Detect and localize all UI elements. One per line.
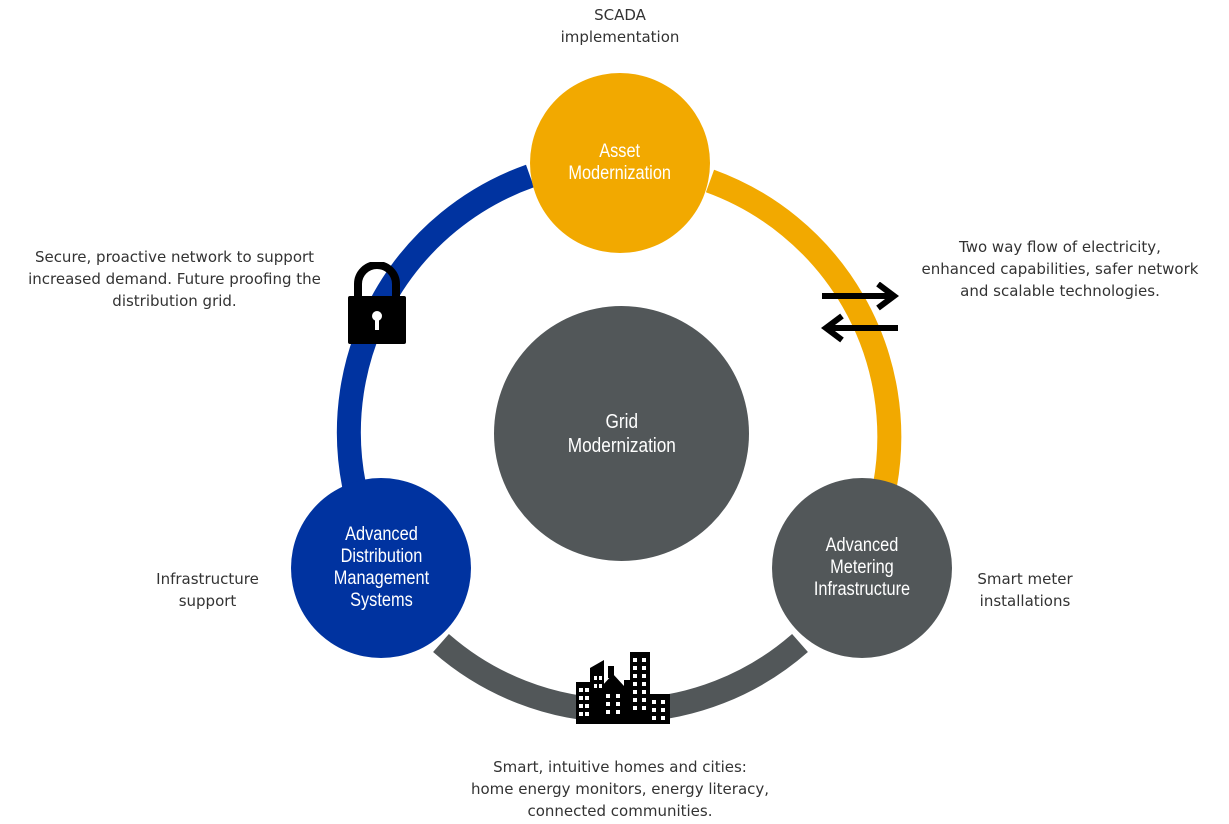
asset-label: Asset Modernization bbox=[568, 141, 672, 184]
node-advanced-distribution-management-systems: Advanced Distribution Management Systems bbox=[291, 478, 471, 658]
city-buildings-icon bbox=[576, 652, 670, 724]
padlock-icon bbox=[348, 262, 406, 344]
note-scada: SCADA implementation bbox=[560, 6, 680, 46]
center-grid-modernization: Grid Modernization bbox=[494, 306, 749, 561]
note-secure-network: Secure, proactive network to support inc… bbox=[28, 248, 321, 310]
adms-label: Advanced Distribution Management Systems bbox=[333, 524, 429, 611]
ami-label: Advanced Metering Infrastructure bbox=[813, 535, 911, 600]
note-two-way-flow: Two way flow of electricity, enhanced ca… bbox=[921, 238, 1199, 300]
node-asset-modernization: Asset Modernization bbox=[530, 73, 710, 253]
center-label: Grid Modernization bbox=[567, 410, 676, 457]
note-smart-homes: Smart, intuitive homes and cities: home … bbox=[470, 758, 770, 820]
bidirectional-arrows-icon bbox=[821, 282, 899, 343]
node-advanced-metering-infrastructure: Advanced Metering Infrastructure bbox=[772, 478, 952, 658]
note-infrastructure-support: Infrastructure support bbox=[156, 570, 259, 610]
arc-asset-to-ami bbox=[705, 169, 902, 488]
note-smart-meter: Smart meter installations bbox=[977, 570, 1073, 610]
